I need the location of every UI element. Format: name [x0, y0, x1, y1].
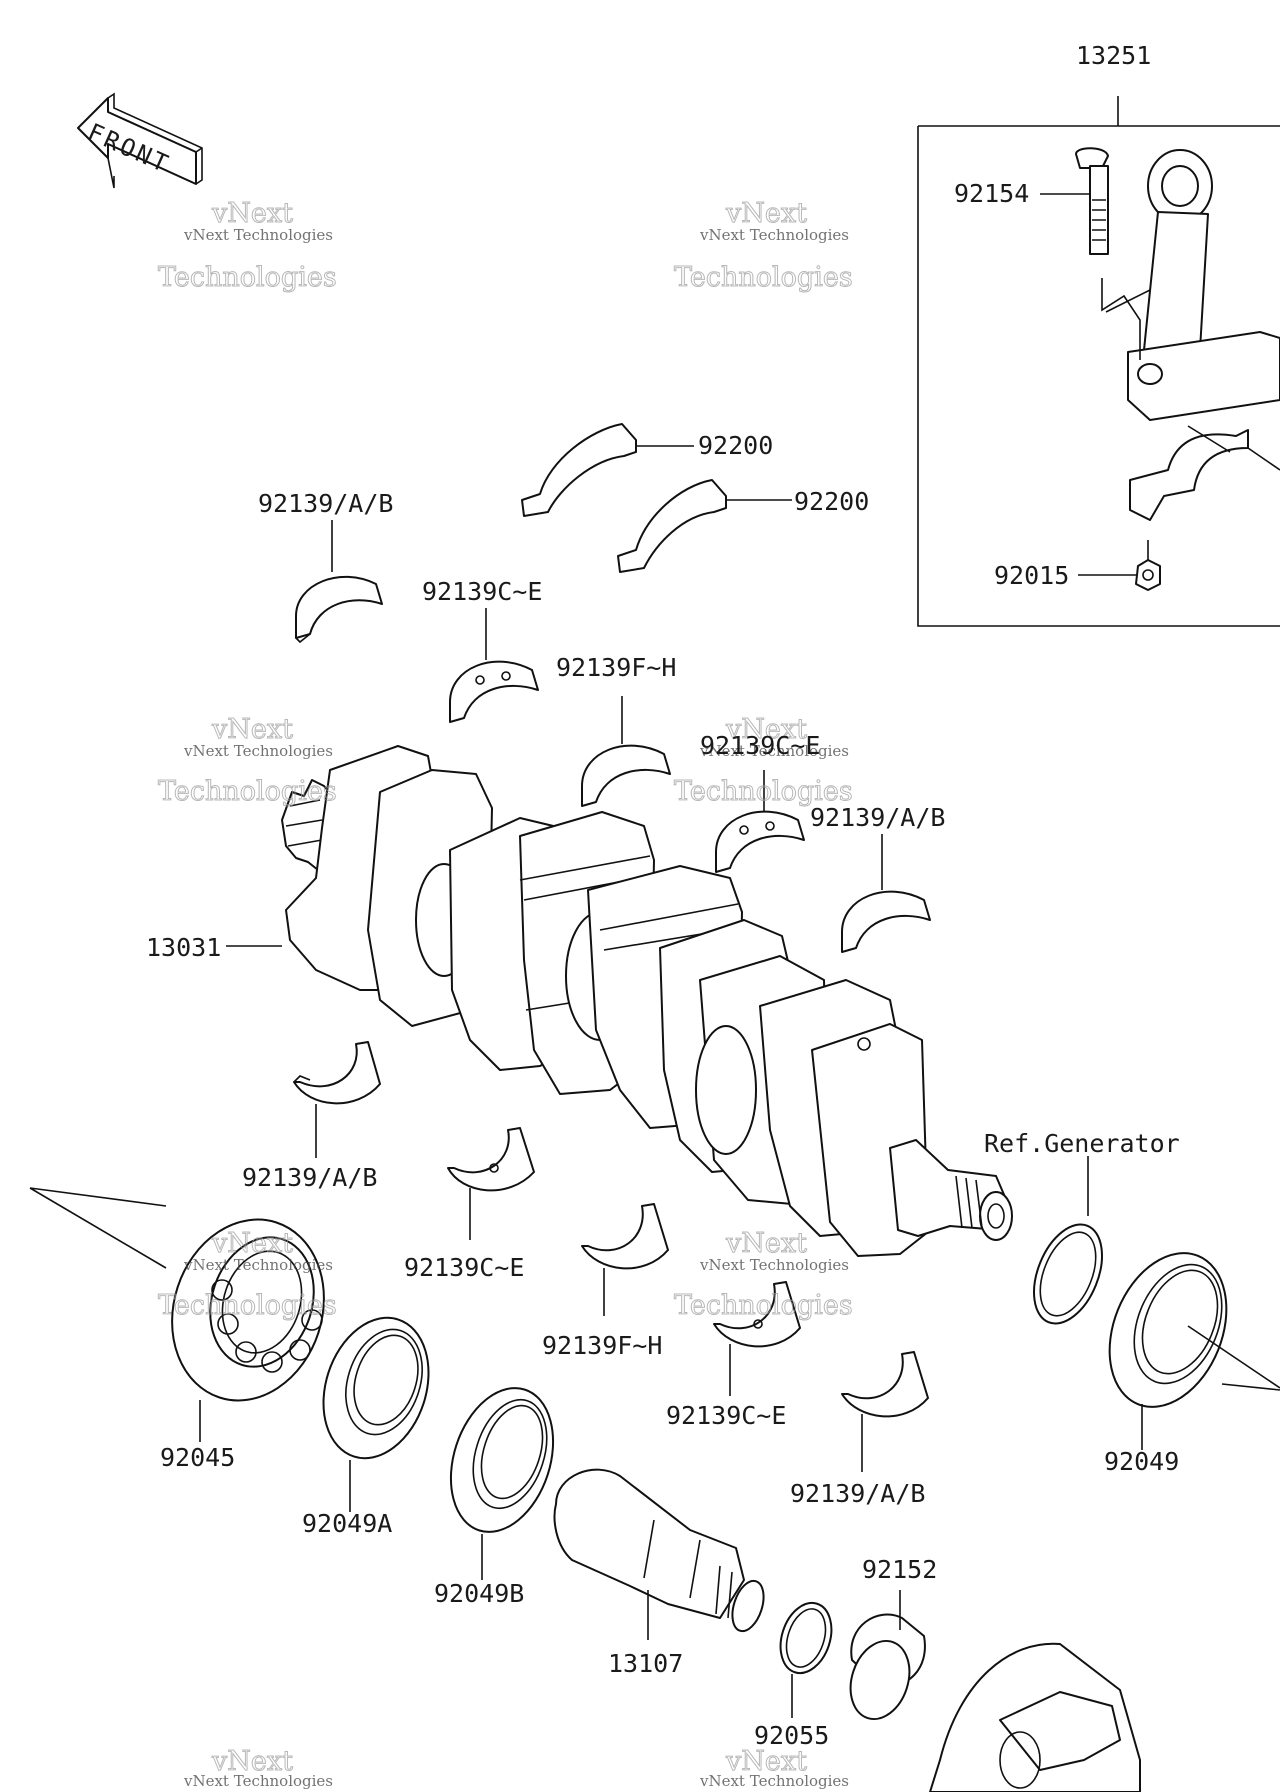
svg-text:Technologies: Technologies	[674, 776, 853, 807]
label-92049b: 92049B	[434, 1579, 524, 1608]
svg-text:vNext Technologies: vNext Technologies	[699, 226, 849, 244]
o-ring	[779, 1601, 833, 1718]
collar	[849, 1590, 926, 1721]
main-bearing-upper-4	[715, 770, 805, 873]
svg-text:vNext: vNext	[211, 1228, 293, 1259]
conrod-cap	[1129, 425, 1280, 521]
thrust-washer-lower	[617, 479, 792, 573]
label-92049: 92049	[1104, 1447, 1179, 1476]
conrod-nut	[1078, 540, 1161, 591]
label-92139-ab-2: 92139/A/B	[810, 803, 945, 832]
label-92200-upper: 92200	[698, 431, 773, 460]
main-bearing-lower-2	[447, 1127, 535, 1240]
front-arrow-icon: FRONT	[77, 92, 203, 189]
svg-text:vNext Technologies: vNext Technologies	[699, 1256, 849, 1274]
label-92139-ce-3: 92139C~E	[404, 1253, 524, 1282]
label-92015: 92015	[994, 561, 1069, 590]
label-92139-ce-4: 92139C~E	[666, 1401, 786, 1430]
oil-seal-b	[449, 1387, 555, 1580]
svg-text:vNext Technologies: vNext Technologies	[699, 742, 849, 760]
connecting-rod	[1101, 149, 1280, 421]
label-92139-ab-1: 92139/A/B	[258, 489, 393, 518]
svg-text:vNext: vNext	[211, 198, 293, 229]
label-13031: 13031	[146, 933, 221, 962]
svg-text:vNext Technologies: vNext Technologies	[183, 742, 333, 760]
svg-text:vNext: vNext	[725, 1228, 807, 1259]
main-bearing-lower-3	[581, 1203, 669, 1316]
svg-text:vNext Technologies: vNext Technologies	[183, 1256, 333, 1274]
watermark: vNext vNext Technologies Technologies vN…	[158, 198, 854, 1791]
ball-bearing	[29, 1187, 325, 1442]
svg-text:vNext: vNext	[211, 1746, 293, 1777]
svg-text:vNext: vNext	[725, 198, 807, 229]
label-92045: 92045	[160, 1443, 235, 1472]
svg-text:vNext Technologies: vNext Technologies	[183, 1772, 333, 1790]
svg-text:vNext Technologies: vNext Technologies	[699, 1772, 849, 1790]
crankshaft	[226, 745, 1013, 1257]
label-92139-fh-2: 92139F~H	[542, 1331, 662, 1360]
main-bearing-upper-2	[449, 608, 539, 723]
conrod-bolt	[1040, 147, 1109, 255]
label-92139-ab-4: 92139/A/B	[790, 1479, 925, 1508]
oil-seal-a	[322, 1316, 430, 1512]
svg-text:Technologies: Technologies	[158, 776, 337, 807]
label-92139-fh-1: 92139F~H	[556, 653, 676, 682]
label-92139-ab-3: 92139/A/B	[242, 1163, 377, 1192]
thrust-washer-upper	[521, 423, 694, 517]
svg-text:vNext: vNext	[725, 714, 807, 745]
generator-gasket-ring	[1033, 1156, 1103, 1325]
label-92152: 92152	[862, 1555, 937, 1584]
main-bearing-upper-5	[841, 834, 931, 953]
label-13251: 13251	[1076, 41, 1151, 70]
svg-text:vNext: vNext	[211, 714, 293, 745]
label-92055: 92055	[754, 1721, 829, 1750]
svg-text:Technologies: Technologies	[674, 262, 853, 293]
label-ref-generator: Ref.Generator	[984, 1129, 1180, 1158]
part-labels: 13251 92154 92200 92200 92015 92139/A/B …	[146, 41, 1180, 1750]
svg-text:vNext: vNext	[725, 1746, 807, 1777]
label-92139-ce-1: 92139C~E	[422, 577, 542, 606]
main-bearing-lower-5	[841, 1351, 929, 1472]
label-92139-ce-2: 92139C~E	[700, 731, 820, 760]
main-bearing-lower-1	[293, 1041, 381, 1158]
svg-text:vNext Technologies: vNext Technologies	[183, 226, 333, 244]
oil-seal-right	[1108, 1252, 1280, 1450]
main-bearing-upper-3	[581, 696, 671, 807]
label-92154: 92154	[954, 179, 1029, 208]
label-92049a: 92049A	[302, 1509, 392, 1538]
main-bearing-lower-4	[713, 1281, 801, 1396]
coupling-shaft	[553, 1468, 765, 1640]
svg-text:Technologies: Technologies	[674, 1290, 853, 1321]
coupling	[929, 1642, 1141, 1792]
label-13107: 13107	[608, 1649, 683, 1678]
label-92200-lower: 92200	[794, 487, 869, 516]
conrod-assembly-box	[917, 96, 1280, 627]
main-bearing-upper-1	[295, 520, 383, 644]
svg-text:Technologies: Technologies	[158, 1290, 337, 1321]
svg-text:Technologies: Technologies	[158, 262, 337, 293]
